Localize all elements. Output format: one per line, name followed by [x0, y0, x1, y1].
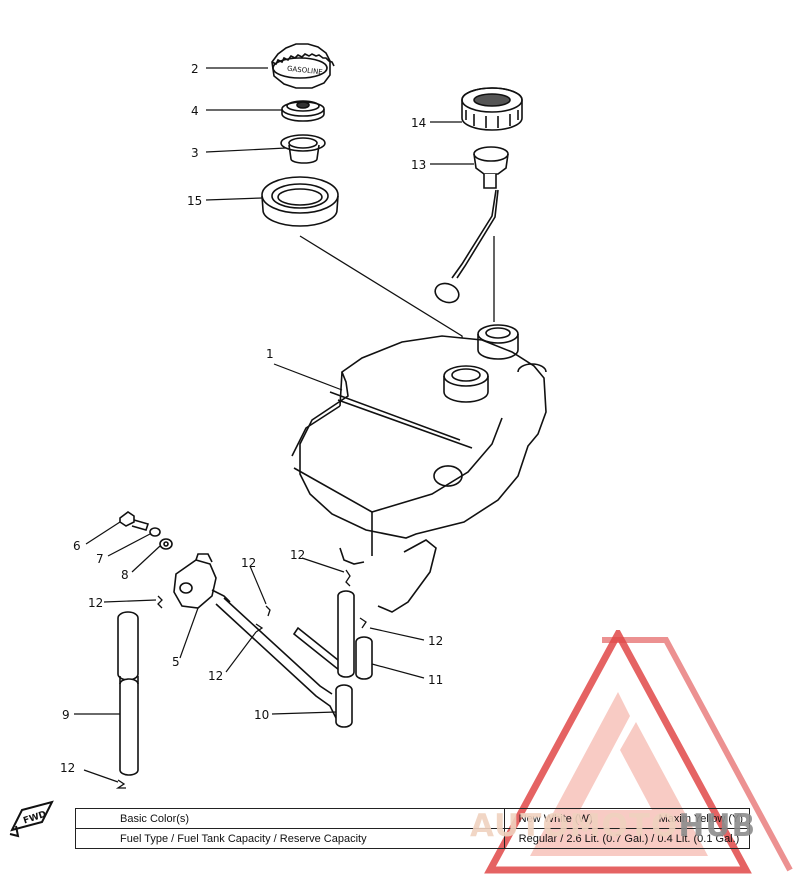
callout-12-a: 12 — [88, 596, 103, 610]
basic-colors-label: Basic Color(s) — [75, 808, 505, 829]
washer-part-7 — [149, 527, 161, 537]
forward-direction-icon: FWD — [9, 800, 54, 838]
fuel-capacity-label: Fuel Type / Fuel Tank Capacity / Reserve… — [75, 828, 505, 849]
spec-table: Basic Color(s) New White (W) Maxim Yellow… — [75, 808, 751, 849]
callout-3: 3 — [191, 146, 199, 160]
callout-12-b: 12 — [290, 548, 305, 562]
table-row-fuel-capacity: Fuel Type / Fuel Tank Capacity / Reserve… — [75, 828, 751, 849]
callout-10: 10 — [254, 708, 269, 722]
callout-14: 14 — [411, 116, 426, 130]
watermark-brand-text: AUTOMOTOHUB — [470, 808, 756, 844]
cap-lettering: GASOLINE — [287, 65, 323, 77]
callout-9: 9 — [62, 708, 70, 722]
hose-clips-part-12 — [115, 569, 367, 789]
bolt-part-6 — [119, 511, 150, 531]
table-row-basic-colors: Basic Color(s) New White (W) Maxim Yellow… — [75, 808, 751, 829]
callout-2: 2 — [191, 62, 199, 76]
callout-5: 5 — [172, 655, 180, 669]
fuel-gauge-part-13 — [434, 146, 509, 304]
cap-packing-part-4 — [281, 100, 325, 122]
cap-seat-part-3 — [280, 134, 326, 164]
color-option-yellow: Maxim Yellow (Y) — [658, 812, 743, 825]
callout-4: 4 — [191, 104, 199, 118]
callout-1: 1 — [266, 347, 274, 361]
callout-12-c: 12 — [241, 556, 256, 570]
color-option-white: New White (W) — [518, 812, 593, 825]
fuel-tank-part-1 — [291, 324, 547, 613]
fuel-cock-part-5 — [173, 553, 231, 609]
watermark-brand-accent: HUB — [678, 808, 757, 844]
breather-hose-part-10 — [215, 597, 353, 728]
fuel-cap-part-2: GASOLINE — [271, 43, 335, 89]
fuel-hose-part-9 — [117, 611, 139, 776]
fuel-hose-part-11 — [337, 590, 373, 680]
callout-7: 7 — [96, 552, 104, 566]
callout-12-e: 12 — [428, 634, 443, 648]
cushion-ring-part-15 — [261, 176, 339, 227]
gauge-cap-part-14 — [461, 87, 523, 131]
callout-12-f: 12 — [60, 761, 75, 775]
callout-6: 6 — [73, 539, 81, 553]
callout-15: 15 — [187, 194, 202, 208]
callout-12-d: 12 — [208, 669, 223, 683]
watermark-brand-main: AUTOMOTO — [470, 808, 679, 844]
washer-part-8 — [159, 538, 173, 550]
callout-13: 13 — [411, 158, 426, 172]
fuel-capacity-text: Regular / 2.6 Lit. (0.7 Gal.) / 0.4 Lit.… — [518, 832, 740, 845]
callout-8: 8 — [121, 568, 129, 582]
callout-11: 11 — [428, 673, 443, 687]
callout-leaders — [74, 67, 474, 783]
fuel-capacity-value: Regular / 2.6 Lit. (0.7 Gal.) / 0.4 Lit.… — [503, 828, 751, 849]
